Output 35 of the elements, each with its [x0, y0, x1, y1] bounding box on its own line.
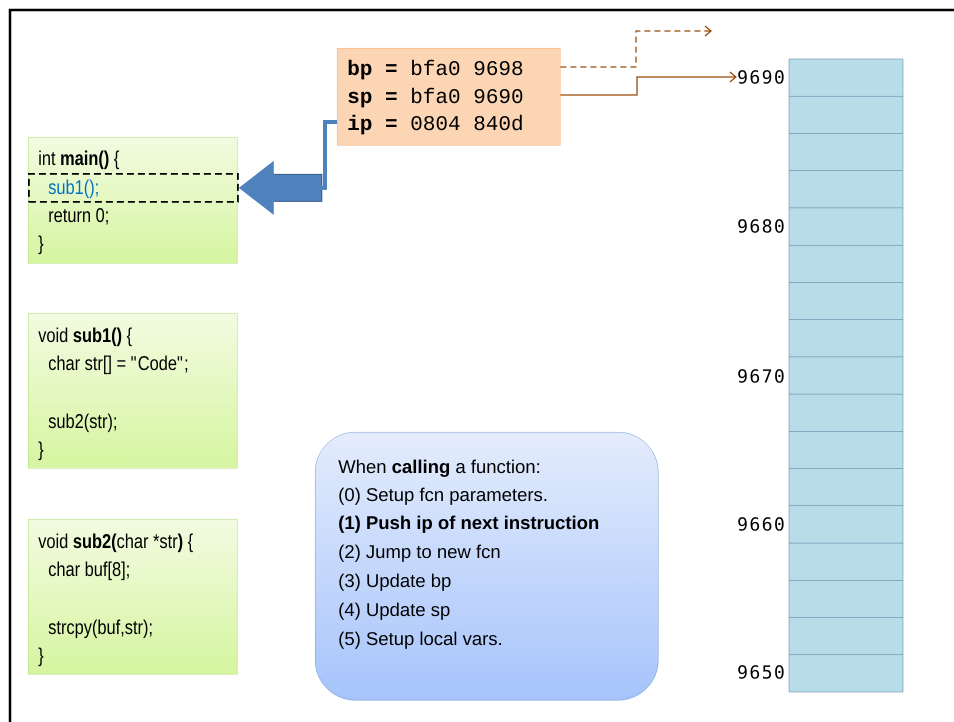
code-line: void sub2(char *str) { [38, 534, 193, 552]
code-line: strcpy(buf,str); [48, 620, 152, 638]
code-line: sub2(str); [48, 414, 116, 432]
callout-text: (2) Jump to new fcn [339, 544, 500, 562]
address-label: 9680 [738, 219, 784, 233]
address-label: 9670 [738, 369, 784, 383]
code-line: sub1(); [48, 180, 98, 198]
code-line: } [38, 442, 44, 460]
address-label: 9690 [738, 70, 784, 84]
callout-box [315, 432, 658, 700]
code-box [28, 519, 238, 674]
callout-text: When calling a function: [338, 460, 540, 477]
register-text: ip = 0804 840d [348, 114, 522, 134]
register-text: sp = bfa0 9690 [348, 88, 522, 108]
register-box [337, 48, 560, 146]
arrow [560, 26, 712, 68]
callout-text: (1) Push ip of next instruction [339, 516, 598, 533]
callout-text: (0) Setup fcn parameters. [339, 488, 546, 505]
arrow [560, 72, 737, 96]
code-line: return 0; [49, 208, 108, 225]
address-label: 9660 [738, 517, 784, 531]
code-line: } [38, 648, 44, 666]
code-line: char buf[8]; [48, 562, 129, 580]
code-line: char str[] = "Code"; [48, 356, 188, 374]
callout-text: (3) Update bp [339, 574, 451, 591]
code-line: void sub1() { [38, 328, 132, 346]
register-text: bp = bfa0 9698 [348, 60, 522, 80]
callout-text: (5) Setup local vars. [339, 632, 501, 649]
code-line: int main() { [39, 150, 120, 170]
address-label: 9650 [738, 665, 784, 679]
code-box [28, 137, 238, 264]
code-box [28, 313, 238, 468]
code-line: } [38, 236, 44, 254]
highlight-box [28, 173, 239, 203]
callout-text: (4) Update sp [339, 602, 450, 620]
